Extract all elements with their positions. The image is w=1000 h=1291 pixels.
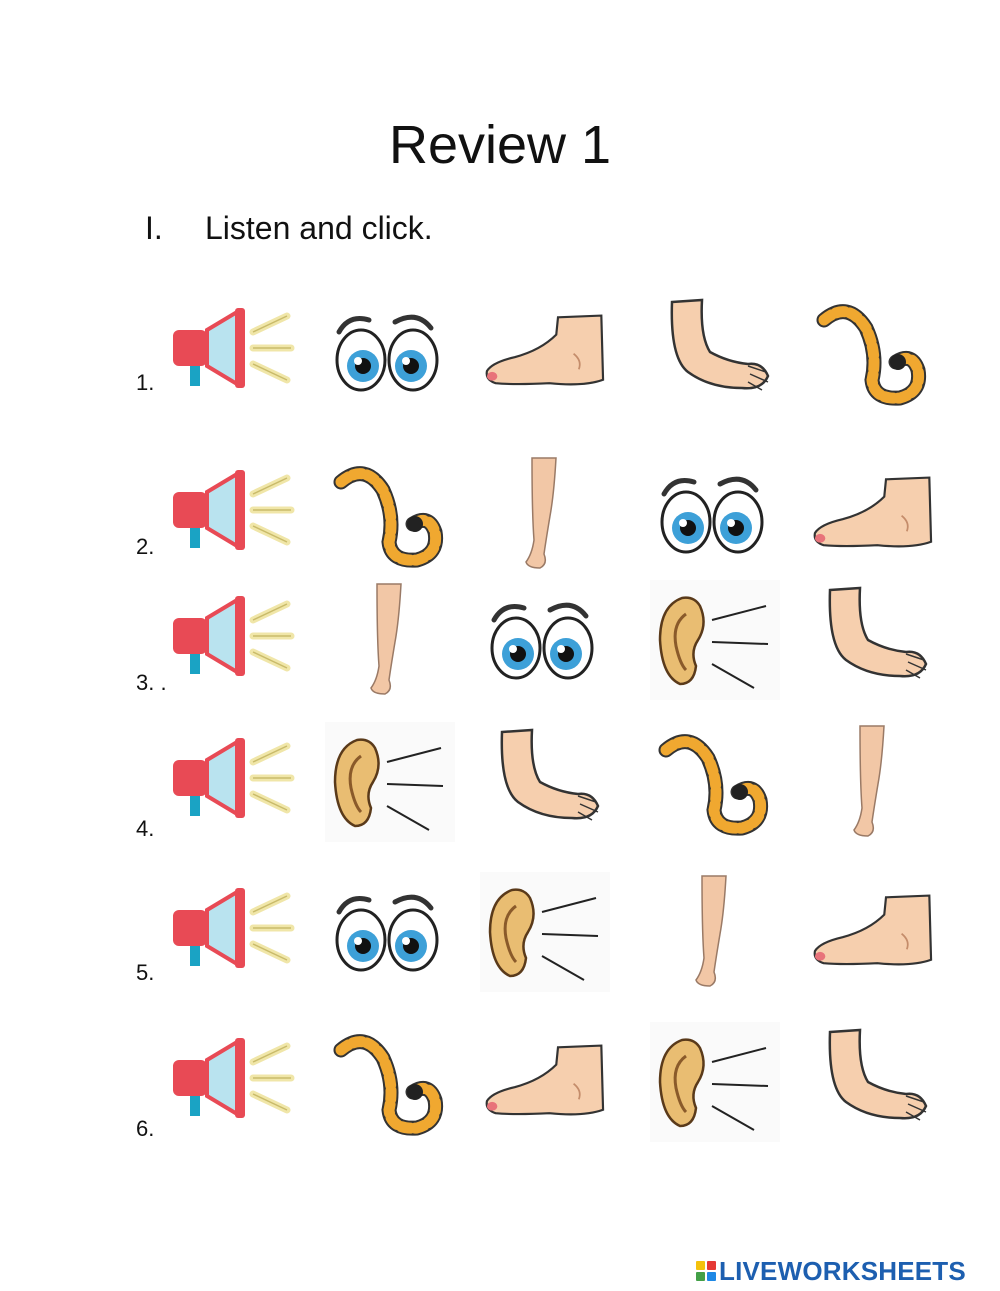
arm-icon	[828, 1028, 928, 1121]
exercise-row: 4.	[0, 722, 1000, 870]
answer-option[interactable]	[650, 454, 780, 574]
leg-icon	[525, 457, 557, 569]
eyes-icon	[660, 476, 764, 554]
instruction-number: I.	[145, 210, 163, 246]
foot-icon	[813, 894, 933, 966]
page-title: Review 1	[388, 115, 612, 175]
logo-mark	[696, 1261, 716, 1281]
answer-option[interactable]	[325, 292, 455, 412]
exercise-row: 1.	[0, 298, 1000, 440]
answer-option[interactable]	[650, 1022, 780, 1142]
arm-icon	[828, 586, 928, 679]
answer-option[interactable]	[650, 722, 780, 842]
answer-option[interactable]	[325, 1022, 455, 1142]
row-number: 6.	[136, 1116, 155, 1141]
exercise-row: 3. .	[0, 580, 1000, 728]
answer-option[interactable]	[480, 454, 610, 574]
answer-option[interactable]	[650, 292, 780, 412]
answer-option[interactable]	[650, 580, 780, 700]
answer-option[interactable]	[808, 580, 938, 700]
ear-icon	[325, 722, 455, 842]
megaphone-icon	[173, 308, 295, 388]
foot-icon	[485, 1044, 605, 1116]
tail-icon	[333, 1034, 444, 1136]
play-audio-button[interactable]	[165, 882, 305, 982]
play-audio-button[interactable]	[165, 732, 305, 832]
exercise-row: 5.	[0, 872, 1000, 1020]
play-audio-button[interactable]	[165, 302, 305, 402]
liveworksheets-logo: LIVEWORKSHEETS	[696, 1256, 966, 1286]
tail-icon	[333, 466, 444, 568]
row-number: 2.	[136, 534, 155, 559]
megaphone-icon	[173, 1038, 295, 1118]
answer-option[interactable]	[808, 454, 938, 574]
answer-option[interactable]	[480, 872, 610, 992]
answer-option[interactable]	[325, 722, 455, 842]
arm-icon	[500, 728, 600, 821]
instruction: I. Listen and click.	[145, 212, 433, 244]
play-audio-button[interactable]	[165, 464, 305, 564]
play-audio-button[interactable]	[165, 1032, 305, 1132]
answer-option[interactable]	[808, 1022, 938, 1142]
arm-icon	[670, 298, 770, 391]
answer-option[interactable]	[480, 292, 610, 412]
tail-icon	[816, 304, 927, 406]
row-number: 3. .	[136, 670, 167, 695]
answer-option[interactable]	[325, 580, 455, 700]
eyes-icon	[335, 894, 439, 972]
logo-text: LIVEWORKSHEETS	[719, 1255, 966, 1286]
instruction-text: Listen and click.	[205, 210, 433, 246]
megaphone-icon	[173, 470, 295, 550]
answer-option[interactable]	[808, 292, 938, 412]
tail-icon	[658, 734, 769, 836]
row-number: 4.	[136, 816, 155, 841]
foot-icon	[485, 314, 605, 386]
logo-square-3	[696, 1272, 705, 1281]
leg-icon	[695, 875, 727, 987]
leg-icon	[370, 583, 402, 695]
ear-icon	[650, 580, 780, 700]
exercise-row: 6.	[0, 1022, 1000, 1170]
answer-option[interactable]	[480, 722, 610, 842]
logo-square-4	[707, 1272, 716, 1281]
answer-option[interactable]	[480, 580, 610, 700]
megaphone-icon	[173, 738, 295, 818]
row-number: 1.	[136, 370, 155, 395]
foot-icon	[813, 476, 933, 548]
megaphone-icon	[173, 596, 295, 676]
answer-option[interactable]	[325, 872, 455, 992]
megaphone-icon	[173, 888, 295, 968]
answer-option[interactable]	[480, 1022, 610, 1142]
answer-option[interactable]	[325, 454, 455, 574]
row-number: 5.	[136, 960, 155, 985]
answer-option[interactable]	[808, 872, 938, 992]
eyes-icon	[335, 314, 439, 392]
ear-icon	[650, 1022, 780, 1142]
play-audio-button[interactable]	[165, 590, 305, 690]
ear-icon	[480, 872, 610, 992]
logo-square-1	[696, 1261, 705, 1270]
logo-square-2	[707, 1261, 716, 1270]
leg-icon	[853, 725, 885, 837]
eyes-icon	[490, 602, 594, 680]
answer-option[interactable]	[650, 872, 780, 992]
exercise-row: 2.	[0, 457, 1000, 602]
answer-option[interactable]	[808, 722, 938, 842]
